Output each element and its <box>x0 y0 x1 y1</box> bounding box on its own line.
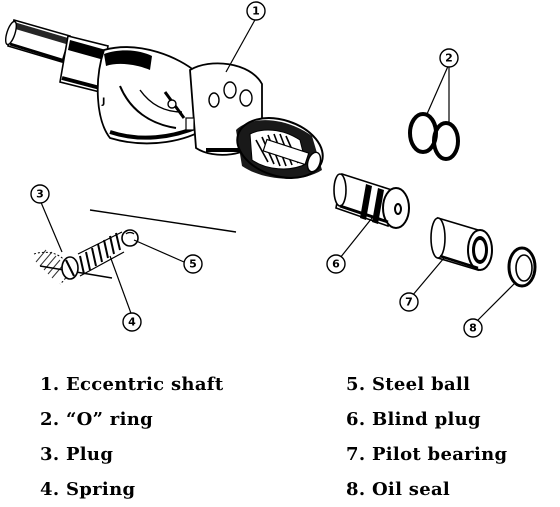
callout-5: 5 <box>183 254 203 274</box>
legend-column-right: 5. Steel ball 6. Blind plug 7. Pilot bea… <box>346 367 507 507</box>
svg-text:8: 8 <box>469 322 477 335</box>
svg-text:1: 1 <box>252 5 260 18</box>
legend-item-blind-plug: 6. Blind plug <box>346 409 481 430</box>
eccentric-shaft-drawing: J <box>4 18 324 179</box>
svg-text:7: 7 <box>405 296 413 309</box>
pilot-bearing-drawing <box>430 216 493 272</box>
svg-text:2: 2 <box>445 52 453 65</box>
legend-item-spring: 4. Spring <box>40 479 136 500</box>
legend-item-eccentric-shaft: 1. Eccentric shaft <box>40 374 224 395</box>
leader-lines <box>39 17 517 323</box>
callout-2: 2 <box>439 48 459 68</box>
svg-text:6: 6 <box>332 258 340 271</box>
legend-item-plug: 3. Plug <box>40 444 114 465</box>
callout-4: 4 <box>122 312 142 332</box>
callout-1: 1 <box>246 1 266 21</box>
blind-plug-drawing <box>333 172 410 229</box>
parts-legend: 1. Eccentric shaft 2. “O” ring 3. Plug 4… <box>0 355 560 504</box>
legend-column-left: 1. Eccentric shaft 2. “O” ring 3. Plug 4… <box>40 367 223 507</box>
legend-item-o-ring: 2. “O” ring <box>40 409 154 430</box>
legend-item-pilot-bearing: 7. Pilot bearing <box>346 444 508 465</box>
svg-text:5: 5 <box>189 258 197 271</box>
callout-3: 3 <box>30 184 50 204</box>
callout-6: 6 <box>326 254 346 274</box>
legend-item-oil-seal: 8. Oil seal <box>346 479 451 500</box>
callout-8: 8 <box>463 318 483 338</box>
legend-item-steel-ball: 5. Steel ball <box>346 374 471 395</box>
shaft-letter-mark: J <box>101 97 105 107</box>
plug-spring-ball-section <box>33 209 237 285</box>
o-ring-drawing <box>408 112 460 161</box>
exploded-diagram: J <box>4 1 537 338</box>
callout-7: 7 <box>399 292 419 312</box>
oil-seal-drawing <box>507 246 537 288</box>
svg-text:3: 3 <box>36 188 44 201</box>
svg-text:4: 4 <box>128 316 136 329</box>
